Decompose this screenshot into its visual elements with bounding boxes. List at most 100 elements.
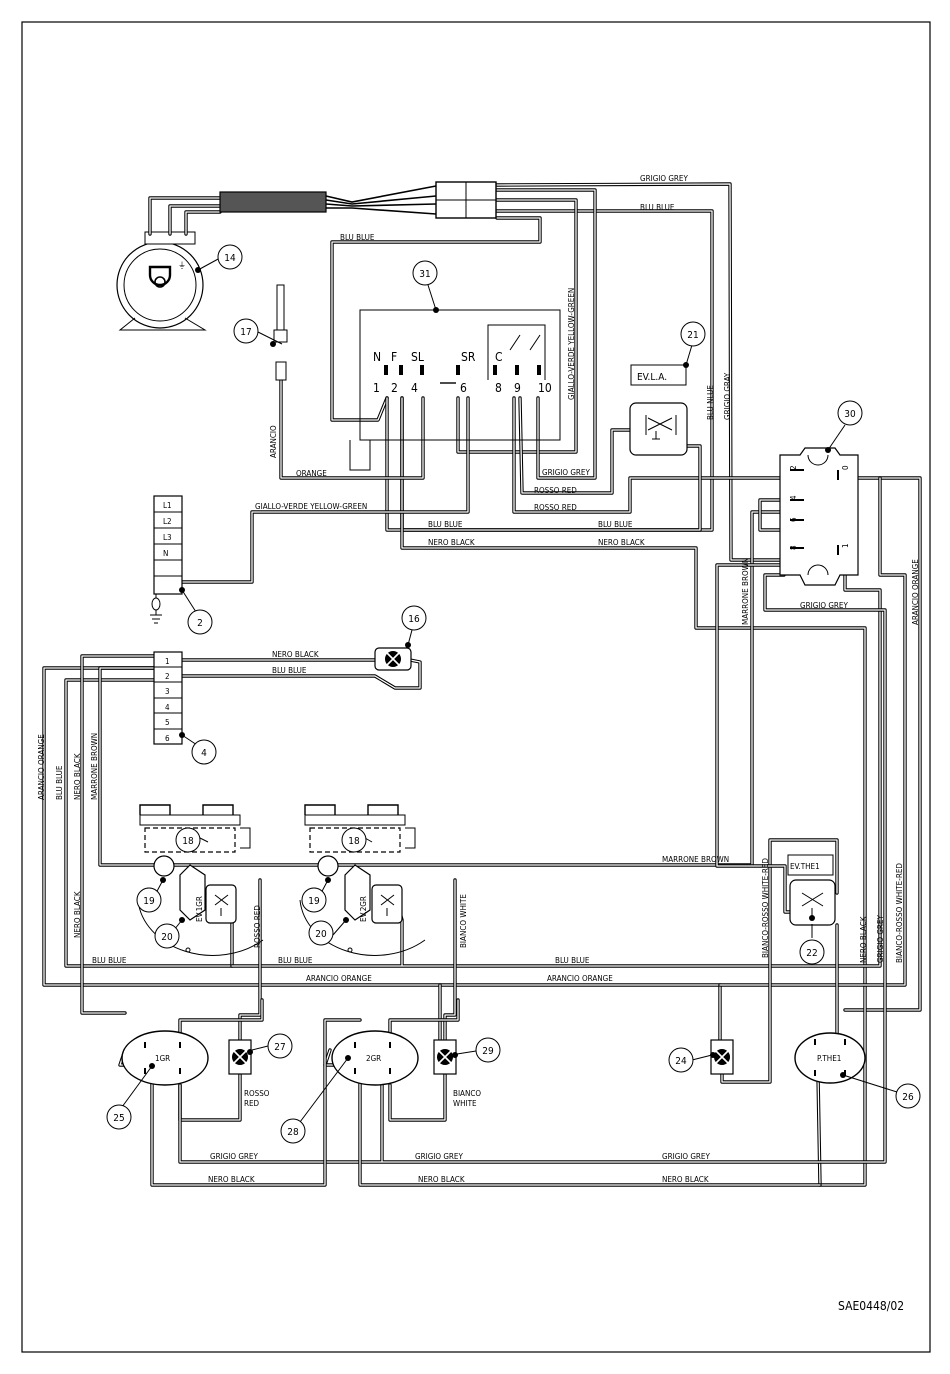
svg-text:ARANCIO ORANGE: ARANCIO ORANGE [306, 974, 372, 983]
svg-text:BLU BLUE: BLU BLUE [428, 520, 463, 529]
callout-20b: 20 [308, 920, 334, 946]
svg-text:GRIGIO GREY: GRIGIO GREY [210, 1152, 258, 1161]
svg-text:NERO BLACK: NERO BLACK [418, 1175, 465, 1184]
wire-grey-bottom [178, 573, 887, 1164]
svg-text:4: 4 [201, 748, 207, 759]
svg-text:19: 19 [143, 896, 155, 907]
svg-text:6: 6 [789, 517, 798, 522]
svg-text:19: 19 [308, 896, 320, 907]
svg-text:MARRONE BROWN: MARRONE BROWN [662, 855, 729, 864]
burner-2gr [331, 1030, 419, 1086]
wire-left-brown [98, 510, 786, 867]
svg-text:NERO BLACK: NERO BLACK [208, 1175, 255, 1184]
wire-relay-jumper [758, 498, 792, 532]
drawing-frame [21, 21, 931, 1353]
callout-leaders [121, 257, 898, 1123]
wire-left-black [80, 654, 164, 1015]
svg-text:2GR: 2GR [366, 1054, 381, 1063]
callout-27: 28 [280, 1118, 306, 1144]
svg-text:BLU BLUE: BLU BLUE [555, 956, 590, 965]
svg-text:BLU NLUE: BLU NLUE [706, 385, 715, 420]
wire-orange-middle [438, 476, 907, 1042]
svg-text:24: 24 [675, 1056, 687, 1067]
svg-text:MARRONE BROWN: MARRONE BROWN [741, 558, 750, 625]
callouts: 14 17 31 21 30 2 16 4 18 18 19 19 20 20 … [106, 244, 921, 1144]
svg-text:14: 14 [224, 253, 236, 264]
svg-text:21: 21 [687, 330, 698, 341]
svg-text:ROSSO: ROSSO [244, 1089, 270, 1098]
svg-text:1: 1 [841, 543, 850, 548]
wire-red-2 [512, 396, 922, 1012]
wire-brown-right [715, 563, 797, 914]
callout-4: 4 [191, 739, 217, 765]
wire-left-blue [64, 678, 234, 968]
svg-text:⏚: ⏚ [178, 261, 186, 270]
svg-text:BLU BLUE: BLU BLUE [272, 666, 307, 675]
component-tags: EV.L.A. EV.THE1 EV.1GR EV.2GR 1GR 2GR P.… [155, 372, 841, 1063]
burner-pthe [794, 1032, 866, 1084]
valve-evthe [787, 854, 836, 926]
svg-text:8: 8 [789, 545, 798, 550]
wire-orange-sensor [279, 378, 425, 480]
spark-28 [433, 1039, 457, 1075]
callout-2: 2 [187, 609, 213, 635]
svg-text:EV.1GR: EV.1GR [195, 896, 204, 922]
svg-text:GRIGIO GREY: GRIGIO GREY [542, 468, 590, 477]
svg-text:29: 29 [482, 1046, 494, 1057]
svg-text:GRIGIO GREY: GRIGIO GREY [876, 915, 885, 963]
svg-text:MARRONE BROWN: MARRONE BROWN [90, 733, 99, 800]
wire-left-orange [42, 666, 722, 1042]
svg-text:NERO BLACK: NERO BLACK [859, 916, 868, 963]
burner-1gr [121, 1030, 209, 1086]
svg-text:GRIGIO GRAY: GRIGIO GRAY [723, 372, 732, 420]
wire-red-1 [518, 396, 642, 495]
terminal-mains-labels: L1 L2 L3 N [163, 501, 172, 558]
svg-text:5: 5 [165, 718, 170, 727]
svg-text:10: 10 [538, 381, 552, 395]
svg-text:EV.L.A.: EV.L.A. [637, 372, 667, 383]
wire-black-thermostat [400, 396, 867, 1187]
wire-yellow-green-terminal [170, 396, 470, 584]
callout-26: 27 [267, 1033, 293, 1059]
svg-text:20: 20 [315, 929, 327, 940]
svg-text:EV.THE1: EV.THE1 [790, 862, 820, 871]
svg-text:NERO BLACK: NERO BLACK [662, 1175, 709, 1184]
callout-19b: 19 [301, 887, 327, 913]
svg-text:BLU BLUE: BLU BLUE [340, 233, 375, 242]
svg-text:ARANCIO: ARANCIO [269, 425, 278, 458]
svg-text:20: 20 [161, 932, 173, 943]
svg-text:RED: RED [244, 1099, 260, 1108]
valve-evla [629, 364, 688, 456]
callout-30: 30 [837, 400, 863, 426]
svg-text:2: 2 [391, 381, 398, 395]
wire-labels: GRIGIO GREY BLU BLUE BLU BLUE GIALLO-VER… [37, 174, 920, 1184]
callout-28: 29 [475, 1037, 501, 1063]
relay-pin-labels: 2 4 6 8 0 1 [789, 465, 850, 550]
thermostat-pin-marks [384, 365, 541, 375]
svg-text:26: 26 [902, 1092, 914, 1103]
svg-text:NERO BLACK: NERO BLACK [598, 538, 645, 547]
svg-text:25: 25 [113, 1113, 124, 1124]
callout-14: 14 [217, 244, 243, 270]
svg-text:16: 16 [408, 614, 420, 625]
svg-text:ARANCIO ORANGE: ARANCIO ORANGE [547, 974, 613, 983]
callout-20a: 20 [154, 923, 180, 949]
svg-text:NERO BLACK: NERO BLACK [73, 753, 82, 800]
svg-text:L1: L1 [163, 501, 172, 510]
svg-text:BIANCO: BIANCO [453, 1089, 481, 1098]
svg-text:BLU BLUE: BLU BLUE [640, 203, 675, 212]
callout-22: 22 [799, 939, 825, 965]
svg-text:BLU BLUE: BLU BLUE [598, 520, 633, 529]
wire-blue-relay [385, 396, 702, 532]
thermostat [349, 309, 561, 471]
lamp-16 [374, 647, 412, 671]
svg-text:SR: SR [461, 350, 476, 364]
svg-text:EV.2GR: EV.2GR [359, 896, 368, 922]
svg-text:SL: SL [411, 350, 424, 364]
gas-valve-1 [137, 804, 264, 956]
svg-text:4: 4 [411, 381, 418, 395]
svg-text:2: 2 [165, 672, 170, 681]
wire-black-bottom [150, 1018, 822, 1187]
callout-16: 16 [401, 605, 427, 631]
